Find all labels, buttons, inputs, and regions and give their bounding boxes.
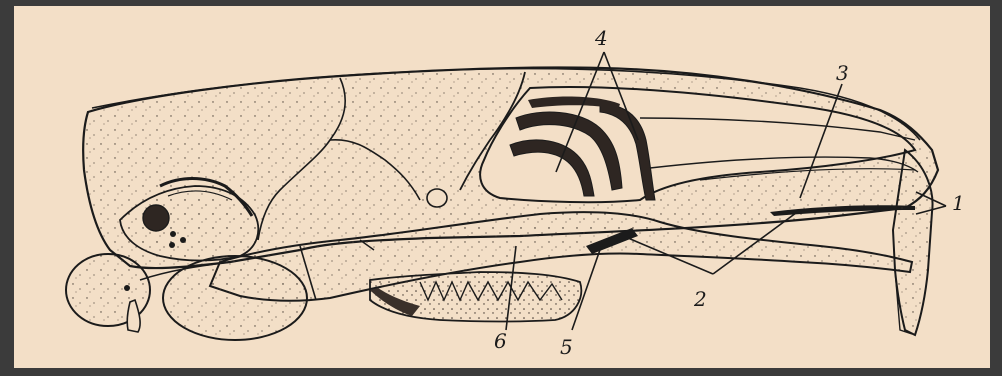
label-1: 1 [952,191,965,215]
label-6: 6 [494,329,507,353]
foramen-dot-1 [170,231,176,237]
foramen-dot-3 [169,242,175,248]
foramen [427,189,447,207]
foramen-dot-2 [180,237,186,243]
label-5: 5 [560,335,573,359]
auditory-meatus [143,205,169,231]
label-3: 3 [836,61,849,85]
label-2: 2 [693,287,707,311]
label-4: 4 [594,26,608,50]
foramen-dot-4 [124,285,130,291]
